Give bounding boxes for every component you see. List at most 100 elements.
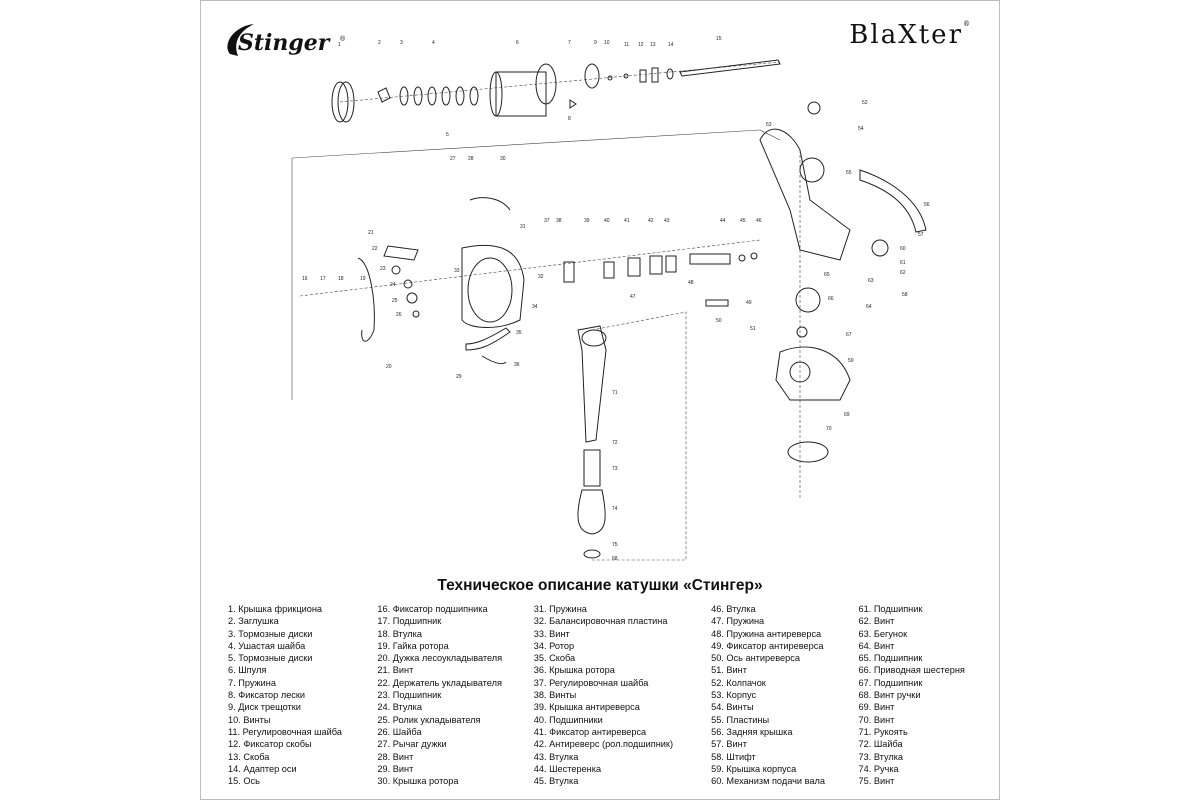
parts-list-item: 16. Фиксатор подшипника [377,604,488,614]
anti-reverse-bearing-part [649,255,663,275]
callout-label: 17 [320,276,326,282]
body-part [759,128,851,261]
parts-list-item: 43. Втулка [533,751,579,762]
parts-list-item: 41. Фиксатор антиреверса [533,726,647,737]
callout-label: 11 [624,42,629,48]
handle-assembly [577,311,687,561]
rear-cover-part [859,169,927,233]
parts-list-item: 14. Адаптер оси [228,763,297,774]
gear-part [689,253,731,265]
callout-label: 66 [828,296,834,302]
anti-reverse-assembly [563,252,758,307]
parts-list-item: 46. Втулка [711,604,756,614]
callout-label: 31 [520,224,526,230]
parts-list-item: 17. Подшипник [377,616,442,627]
callout-label: 52 [862,100,868,106]
callout-label: 30 [500,156,506,162]
parts-list-item: 24. Втулка [377,702,422,713]
parts-list-item: 8. Фиксатор лески [228,690,306,701]
parts-list-item: 53. Корпус [711,690,757,701]
callout-label: 51 [750,326,756,332]
parts-list-item: 69. Винт [858,702,895,713]
rotor-assembly [299,197,761,365]
callout-label: 8 [568,116,571,122]
crank-part [577,325,607,443]
parts-list-item: 55. Пластины [711,714,770,725]
parts-list-item: 71. Рукоять [858,726,908,737]
callout-label: 10 [604,40,610,46]
callout-label: 46 [756,218,762,224]
parts-list-item: 70. Винт [858,714,895,725]
callout-label: 26 [396,312,402,318]
parts-list-item: 35. Скоба [533,653,576,664]
spec-sheet: Stinger ® BlaXter® [200,0,1000,800]
spool-assembly [331,59,781,123]
callout-label: 15 [716,36,722,42]
callout-label: 25 [392,298,398,304]
callout-label: 75 [612,542,618,548]
parts-list-item: 48. Пружина антиреверса [711,628,822,639]
line-roller-holder-part [383,245,419,261]
callout-label: 12 [638,42,644,48]
parts-list-item: 9. Диск трещотки [228,702,301,713]
callout-label: 40 [604,218,610,224]
stinger-swoosh-icon [227,24,254,56]
callout-label: 47 [630,294,636,300]
parts-list-item: 57. Винт [711,739,747,750]
parts-list-item: 56. Задняя крышка [711,726,793,737]
parts-list-item: 68. Винт ручки [858,690,921,701]
parts-list-item: 73. Втулка [858,751,904,762]
callout-label: 64 [866,304,872,310]
parts-list-item: 22. Держатель укладывателя [377,677,502,688]
parts-list-item: 42. Антиреверс (рол.подшипник) [533,739,674,750]
rotor-cover-part [469,197,511,211]
callout-label: 69 [844,412,850,418]
callout-label: 27 [450,156,456,162]
parts-list-item: 27. Рычаг дужки [377,739,447,750]
callout-label: 39 [584,218,590,224]
callout-label: 71 [612,390,618,396]
parts-list-item: 65. Подшипник [858,653,923,664]
callout-label: 22 [372,246,378,252]
callout-label: 65 [824,272,830,278]
parts-list-item: 60. Механизм подачи вала [711,776,825,787]
parts-list-item: 6. Шпуля [228,665,267,676]
callout-label: 45 [740,218,746,224]
callout-label: 19 [360,276,366,282]
parts-list-item: 62. Винт [858,616,895,627]
drive-gear-part [795,287,821,313]
body-cover-part [775,346,851,401]
callout-label: 62 [900,270,906,276]
callout-label: 3 [400,40,403,46]
bail-wire-part [357,257,375,342]
parts-list-item: 52. Колпачок [711,677,766,688]
callout-label: 72 [612,440,618,446]
stinger-logo-text: Stinger [238,30,330,56]
parts-list-item: 58. Штифт [711,751,756,762]
parts-list-item: 40. Подшипники [533,714,603,725]
callout-label: 35 [516,330,522,336]
callout-label: 59 [848,358,854,364]
parts-list-item: 19. Гайка ротора [377,640,449,651]
callout-label: 28 [468,156,474,162]
drag-knob-part [331,81,349,123]
parts-list-item: 28. Винт [377,751,414,762]
anti-reverse-axis-part [705,299,729,307]
spec-title: Техническое описание катушки «Стингер» [437,577,763,594]
callout-label: 16 [302,276,308,282]
callout-label: 58 [902,292,908,298]
exploded-view-diagram: 1 2 3 4 5 6 7 8 9 10 11 12 13 14 15 16 1… [291,36,930,562]
parts-list-item: 74. Ручка [858,763,899,774]
callout-label: 54 [858,126,864,132]
parts-list-item: 49. Фиксатор антиреверса [711,640,824,651]
parts-list-item: 23. Подшипник [377,690,442,701]
anti-reverse-cover-part [563,261,575,283]
callout-label: 2 [378,40,381,46]
parts-list-item: 36. Крышка ротора [533,665,615,676]
callout-label: 13 [650,42,656,48]
parts-list-item: 26. Шайба [377,726,422,737]
